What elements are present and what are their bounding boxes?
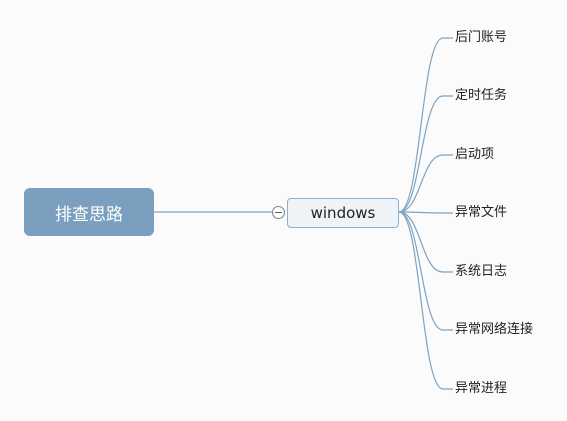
leaf-topic-startup-items[interactable]: 启动项 xyxy=(455,145,494,165)
leaf-topic-label: 系统日志 xyxy=(455,264,508,279)
branch-to-leaf-connector-1 xyxy=(398,37,453,213)
leaf-topic-label: 异常文件 xyxy=(455,205,508,220)
leaf-topic-abnormal-network[interactable]: 异常网络连接 xyxy=(455,320,533,340)
branch-to-leaf-connector-7 xyxy=(398,211,453,390)
leaf-topic-scheduled-task[interactable]: 定时任务 xyxy=(455,86,507,106)
leaf-topic-label: 异常网络连接 xyxy=(455,322,534,337)
branch-to-leaf-connector-4 xyxy=(398,211,453,214)
leaf-topic-label: 定时任务 xyxy=(455,88,508,103)
branch-topic-label: windows xyxy=(310,204,376,222)
root-topic-node[interactable]: 排查思路 xyxy=(24,188,154,236)
leaf-topic-abnormal-files[interactable]: 异常文件 xyxy=(455,203,507,223)
leaf-topic-backdoor-account[interactable]: 后门账号 xyxy=(455,28,507,48)
branch-to-leaf-connector-5 xyxy=(398,211,453,273)
leaf-topic-label: 异常进程 xyxy=(455,381,508,396)
collapse-toggle-icon[interactable] xyxy=(272,206,285,219)
branch-topic-node[interactable]: windows xyxy=(287,198,399,228)
leaf-topic-label: 启动项 xyxy=(455,147,495,162)
branch-to-leaf-connector-3 xyxy=(398,154,453,213)
leaf-topic-system-logs[interactable]: 系统日志 xyxy=(455,262,507,282)
branch-to-leaf-connector-6 xyxy=(398,211,453,331)
leaf-topic-abnormal-process[interactable]: 异常进程 xyxy=(455,379,507,399)
branch-to-leaf-connector-2 xyxy=(398,95,453,213)
leaf-topic-label: 后门账号 xyxy=(455,30,508,45)
root-topic-label: 排查思路 xyxy=(55,204,123,225)
